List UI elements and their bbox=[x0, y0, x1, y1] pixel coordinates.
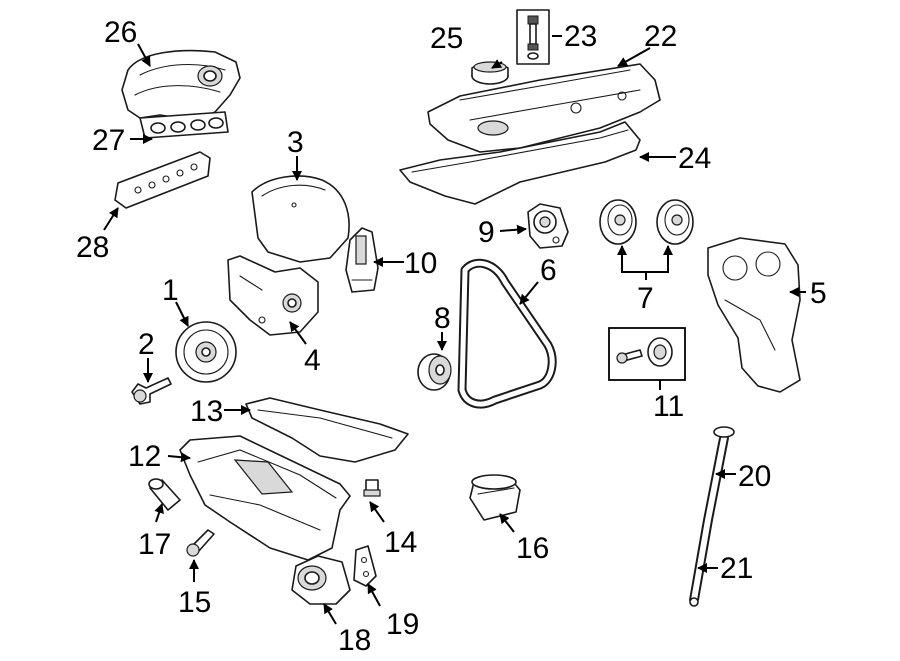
intake-manifold-upper bbox=[121, 49, 241, 121]
callout-18: 18 bbox=[338, 624, 371, 657]
callout-8: 8 bbox=[434, 302, 451, 335]
leader-19 bbox=[367, 583, 381, 607]
callout-15: 15 bbox=[178, 586, 211, 619]
callout-27: 27 bbox=[92, 124, 125, 157]
rear-timing-cover bbox=[707, 237, 801, 393]
callout-13: 13 bbox=[190, 395, 223, 428]
idler-pulley bbox=[527, 203, 569, 249]
leader-9 bbox=[499, 224, 527, 235]
mounting-bracket bbox=[353, 545, 377, 587]
leader-7 bbox=[621, 248, 669, 273]
oil-filler-cap bbox=[471, 61, 509, 85]
leader-18 bbox=[323, 603, 337, 625]
leader-25 bbox=[491, 59, 503, 69]
callout-1: 1 bbox=[162, 274, 179, 307]
leader-16 bbox=[499, 513, 515, 533]
callout-25: 25 bbox=[430, 22, 463, 55]
leader-14 bbox=[369, 501, 385, 523]
crankshaft-damper bbox=[175, 321, 237, 383]
callout-16: 16 bbox=[516, 532, 549, 565]
crankshaft-bolt bbox=[131, 377, 172, 405]
callout-10: 10 bbox=[404, 247, 437, 280]
callout-2: 2 bbox=[138, 328, 155, 361]
oil-pressure-switch bbox=[363, 479, 381, 497]
leader-6 bbox=[519, 281, 539, 305]
oil-pan bbox=[179, 435, 351, 561]
callout-4: 4 bbox=[304, 344, 321, 377]
timing-belt bbox=[457, 258, 557, 409]
oil-pan-gasket bbox=[245, 397, 409, 463]
callout-6: 6 bbox=[540, 254, 557, 287]
leader-lines bbox=[103, 35, 806, 625]
lower-timing-cover bbox=[227, 255, 319, 336]
leader-28 bbox=[103, 207, 119, 231]
crankshaft-sprocket bbox=[417, 353, 452, 391]
upper-timing-cover bbox=[251, 175, 350, 263]
callout-3: 3 bbox=[287, 126, 304, 159]
leader-22 bbox=[617, 47, 651, 67]
leader-1 bbox=[175, 301, 189, 327]
oil-pan-bolt bbox=[186, 529, 215, 557]
oil-dipstick bbox=[689, 426, 735, 607]
valve-cover-stud bbox=[516, 9, 550, 65]
callout-11: 11 bbox=[653, 390, 684, 423]
callout-14: 14 bbox=[384, 526, 417, 559]
callout-17: 17 bbox=[138, 528, 171, 561]
valve-cover-gasket bbox=[399, 121, 641, 205]
callout-26: 26 bbox=[104, 16, 137, 49]
leader-12 bbox=[167, 452, 191, 463]
oil-pan-plug-sleeve bbox=[148, 478, 181, 511]
callout-19: 19 bbox=[386, 608, 419, 641]
camshaft-sprocket-right bbox=[656, 199, 694, 245]
callout-labels: 26 27 28 3 4 10 1 2 25 23 22 24 9 6 8 7 … bbox=[76, 16, 827, 657]
oil-filter bbox=[469, 474, 521, 521]
valve-cover bbox=[427, 63, 661, 153]
camshaft-sprocket-left bbox=[599, 199, 637, 245]
oil-filter-adapter bbox=[291, 555, 351, 605]
tensioner-pulley-assembly bbox=[608, 327, 686, 381]
manifold-gasket bbox=[114, 151, 211, 209]
leader-17 bbox=[154, 503, 164, 523]
callout-5: 5 bbox=[810, 277, 827, 310]
intake-manifold-lower bbox=[139, 111, 229, 139]
callout-20: 20 bbox=[738, 460, 771, 493]
leader-26 bbox=[137, 43, 151, 67]
callout-9: 9 bbox=[478, 216, 495, 249]
callout-7: 7 bbox=[637, 282, 654, 315]
timing-belt-tensioner bbox=[345, 227, 379, 293]
callout-22: 22 bbox=[644, 20, 677, 53]
callout-28: 28 bbox=[76, 231, 109, 264]
callout-21: 21 bbox=[720, 552, 753, 585]
callout-24: 24 bbox=[678, 142, 711, 175]
callout-23: 23 bbox=[564, 20, 597, 53]
leader-4 bbox=[289, 321, 307, 345]
callout-12: 12 bbox=[128, 440, 161, 473]
